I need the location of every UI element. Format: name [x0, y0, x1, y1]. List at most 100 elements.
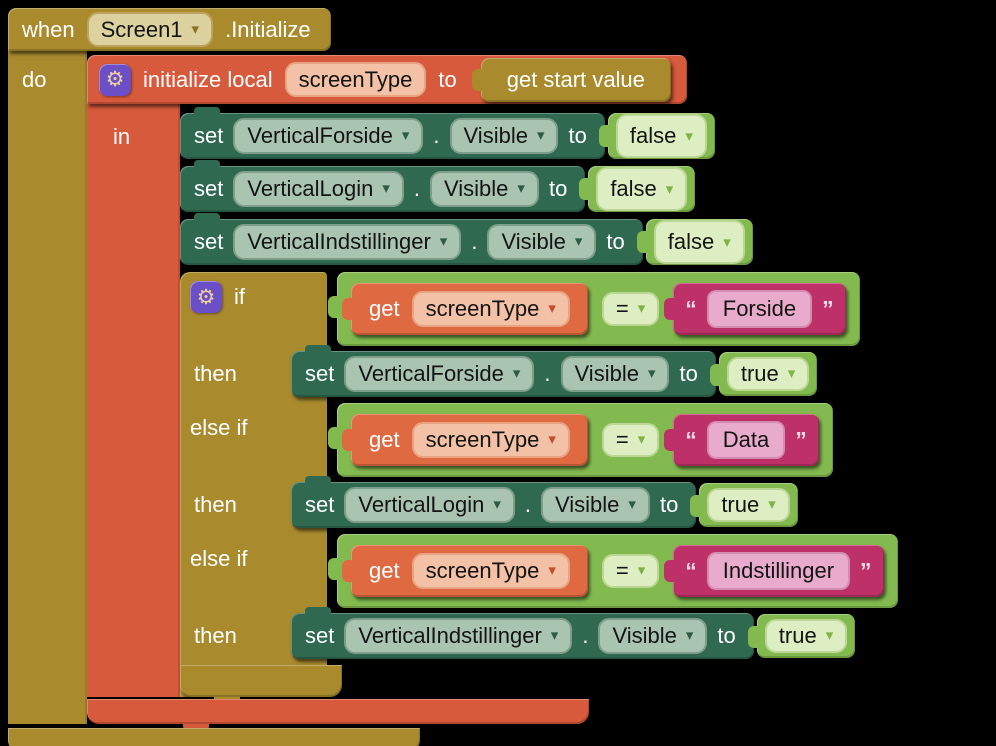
- component-dropdown[interactable]: VerticalIndstillinger ▾: [344, 618, 573, 654]
- mutator-gear-icon[interactable]: ⚙: [99, 63, 131, 96]
- dropdown-arrow-icon: ▾: [548, 431, 556, 449]
- dropdown-arrow-icon: ▾: [685, 127, 693, 145]
- property-dropdown[interactable]: Visible ▾: [430, 171, 539, 207]
- local-var-name-field[interactable]: screenType: [284, 61, 427, 98]
- statement-row: set VerticalIndstillinger ▾ . Visible ▾: [180, 213, 898, 265]
- property-dropdown[interactable]: Visible ▾: [487, 224, 597, 260]
- mutator-gear-icon[interactable]: ⚙: [190, 281, 222, 313]
- property-dropdown[interactable]: Visible ▾: [541, 487, 650, 523]
- set-visible-block[interactable]: set VerticalIndstillinger ▾ . Visible ▾: [180, 213, 643, 265]
- operator-dropdown[interactable]: = ▾: [601, 423, 660, 457]
- property-dropdown[interactable]: Visible ▾: [449, 118, 559, 154]
- screen-dropdown[interactable]: Screen1 ▾: [86, 11, 214, 48]
- if-condition-row: ⚙ if get screenType ▾: [180, 272, 898, 346]
- get-variable-block[interactable]: get screenType ▾: [342, 545, 588, 597]
- dropdown-arrow-icon: ▾: [637, 562, 646, 580]
- get-variable-block[interactable]: get screenType ▾: [342, 414, 588, 466]
- dropdown-arrow-icon: ▾: [723, 233, 731, 251]
- variable-dropdown[interactable]: screenType ▾: [411, 422, 570, 458]
- screen-dropdown-value: Screen1: [100, 16, 183, 42]
- operator-dropdown[interactable]: = ▾: [601, 292, 660, 326]
- string-text-field[interactable]: Data: [706, 421, 786, 459]
- variable-dropdown[interactable]: screenType ▾: [411, 291, 570, 327]
- statement-row: set VerticalForside ▾ . Visible ▾: [180, 107, 898, 159]
- dropdown-arrow-icon: ▾: [493, 496, 501, 514]
- string-block[interactable]: “ Indstillinger ”: [664, 545, 884, 597]
- boolean-dropdown[interactable]: false ▾: [596, 167, 688, 211]
- if-keyword: if: [234, 284, 245, 309]
- string-block[interactable]: “ Data ”: [664, 414, 819, 466]
- dropdown-arrow-icon: ▾: [548, 300, 556, 318]
- boolean-true-block[interactable]: true ▾: [690, 483, 798, 527]
- operator-dropdown[interactable]: = ▾: [601, 554, 660, 588]
- if-block-bottom-bar: [180, 665, 342, 704]
- else-if-keyword: else if: [190, 415, 248, 440]
- dropdown-arrow-icon: ▾: [787, 365, 796, 383]
- event-name-label: .Initialize: [225, 16, 311, 42]
- when-event-header[interactable]: when Screen1 ▾ .Initialize: [8, 8, 331, 51]
- component-dropdown[interactable]: VerticalForside ▾: [233, 118, 424, 154]
- set-visible-block[interactable]: set VerticalIndstillinger ▾ . Visible: [291, 607, 754, 659]
- string-text-field[interactable]: Forside: [706, 290, 813, 328]
- statement-row: set VerticalLogin ▾ . Visible ▾: [180, 160, 898, 212]
- then-keyword: then: [194, 361, 237, 386]
- get-variable-block[interactable]: get screenType ▾: [342, 283, 588, 335]
- component-dropdown[interactable]: VerticalForside ▾: [344, 356, 535, 392]
- when-keyword: when: [22, 16, 75, 42]
- then-row: then set VerticalIndstillinger ▾ .: [180, 607, 898, 660]
- boolean-false-block[interactable]: false ▾: [636, 219, 753, 265]
- dropdown-arrow-icon: ▾: [825, 627, 834, 645]
- property-dropdown[interactable]: Visible ▾: [560, 356, 670, 392]
- boolean-dropdown[interactable]: false ▾: [615, 114, 707, 158]
- when-block-bottom-bar: [8, 728, 420, 746]
- boolean-dropdown[interactable]: false ▾: [653, 220, 745, 264]
- dropdown-arrow-icon: ▾: [439, 233, 448, 251]
- set-visible-block[interactable]: set VerticalLogin ▾ . Visible ▾: [180, 160, 586, 212]
- do-slot-column: do: [8, 51, 87, 724]
- else-if-keyword: else if: [190, 546, 248, 571]
- close-quote: ”: [822, 295, 834, 322]
- initialize-local-header[interactable]: ⚙ initialize local screenType to get sta…: [87, 55, 687, 104]
- dropdown-arrow-icon: ▾: [574, 233, 583, 251]
- dropdown-arrow-icon: ▾: [382, 180, 390, 198]
- boolean-true-block[interactable]: true ▾: [709, 352, 818, 396]
- else-if-condition-row: else if get screenType ▾: [180, 534, 898, 608]
- set-visible-block[interactable]: set VerticalForside ▾ . Visible ▾: [180, 107, 605, 159]
- set-keyword: set: [194, 123, 224, 148]
- boolean-false-block[interactable]: false ▾: [579, 166, 696, 212]
- string-text-field[interactable]: Indstillinger: [706, 552, 851, 590]
- component-dropdown[interactable]: VerticalIndstillinger ▾: [233, 224, 462, 260]
- string-block[interactable]: “ Forside ”: [664, 283, 846, 335]
- boolean-false-block[interactable]: false ▾: [598, 113, 715, 159]
- initialize-local-label: initialize local: [143, 66, 273, 92]
- dropdown-arrow-icon: ▾: [401, 127, 410, 145]
- property-dropdown[interactable]: Visible ▾: [598, 618, 708, 654]
- if-else-block[interactable]: ⚙ if get screenType ▾: [180, 272, 898, 704]
- set-visible-block[interactable]: set VerticalLogin ▾ . Visible: [291, 476, 697, 528]
- component-dropdown[interactable]: VerticalLogin ▾: [233, 171, 404, 207]
- component-dropdown[interactable]: VerticalLogin ▾: [344, 487, 515, 523]
- equals-compare-block[interactable]: get screenType ▾ = ▾: [328, 403, 833, 477]
- get-start-value-block[interactable]: get start value: [471, 57, 671, 102]
- when-event-block[interactable]: when Screen1 ▾ .Initialize do ⚙ initiali…: [8, 8, 898, 746]
- in-slot-column: in: [87, 104, 180, 697]
- boolean-dropdown[interactable]: true ▾: [764, 619, 848, 653]
- variable-dropdown[interactable]: screenType ▾: [411, 553, 570, 589]
- boolean-dropdown[interactable]: true ▾: [707, 488, 790, 522]
- dot-label: .: [433, 123, 440, 148]
- equals-compare-block[interactable]: get screenType ▾ = ▾: [328, 272, 860, 346]
- to-label: to: [568, 123, 587, 148]
- dropdown-arrow-icon: ▾: [548, 562, 556, 580]
- boolean-true-block[interactable]: true ▾: [747, 614, 856, 658]
- else-if-condition-row: else if get screenType ▾: [180, 403, 898, 477]
- dropdown-arrow-icon: ▾: [637, 431, 646, 449]
- set-visible-block[interactable]: set VerticalForside ▾ . Visible: [291, 345, 716, 397]
- initialize-local-block[interactable]: ⚙ initialize local screenType to get sta…: [87, 55, 898, 731]
- boolean-dropdown[interactable]: true ▾: [726, 357, 810, 391]
- equals-compare-block[interactable]: get screenType ▾ = ▾: [328, 534, 898, 608]
- in-label: in: [113, 124, 131, 149]
- get-keyword: get: [369, 296, 400, 321]
- open-quote: “: [685, 295, 697, 322]
- dropdown-arrow-icon: ▾: [628, 496, 636, 514]
